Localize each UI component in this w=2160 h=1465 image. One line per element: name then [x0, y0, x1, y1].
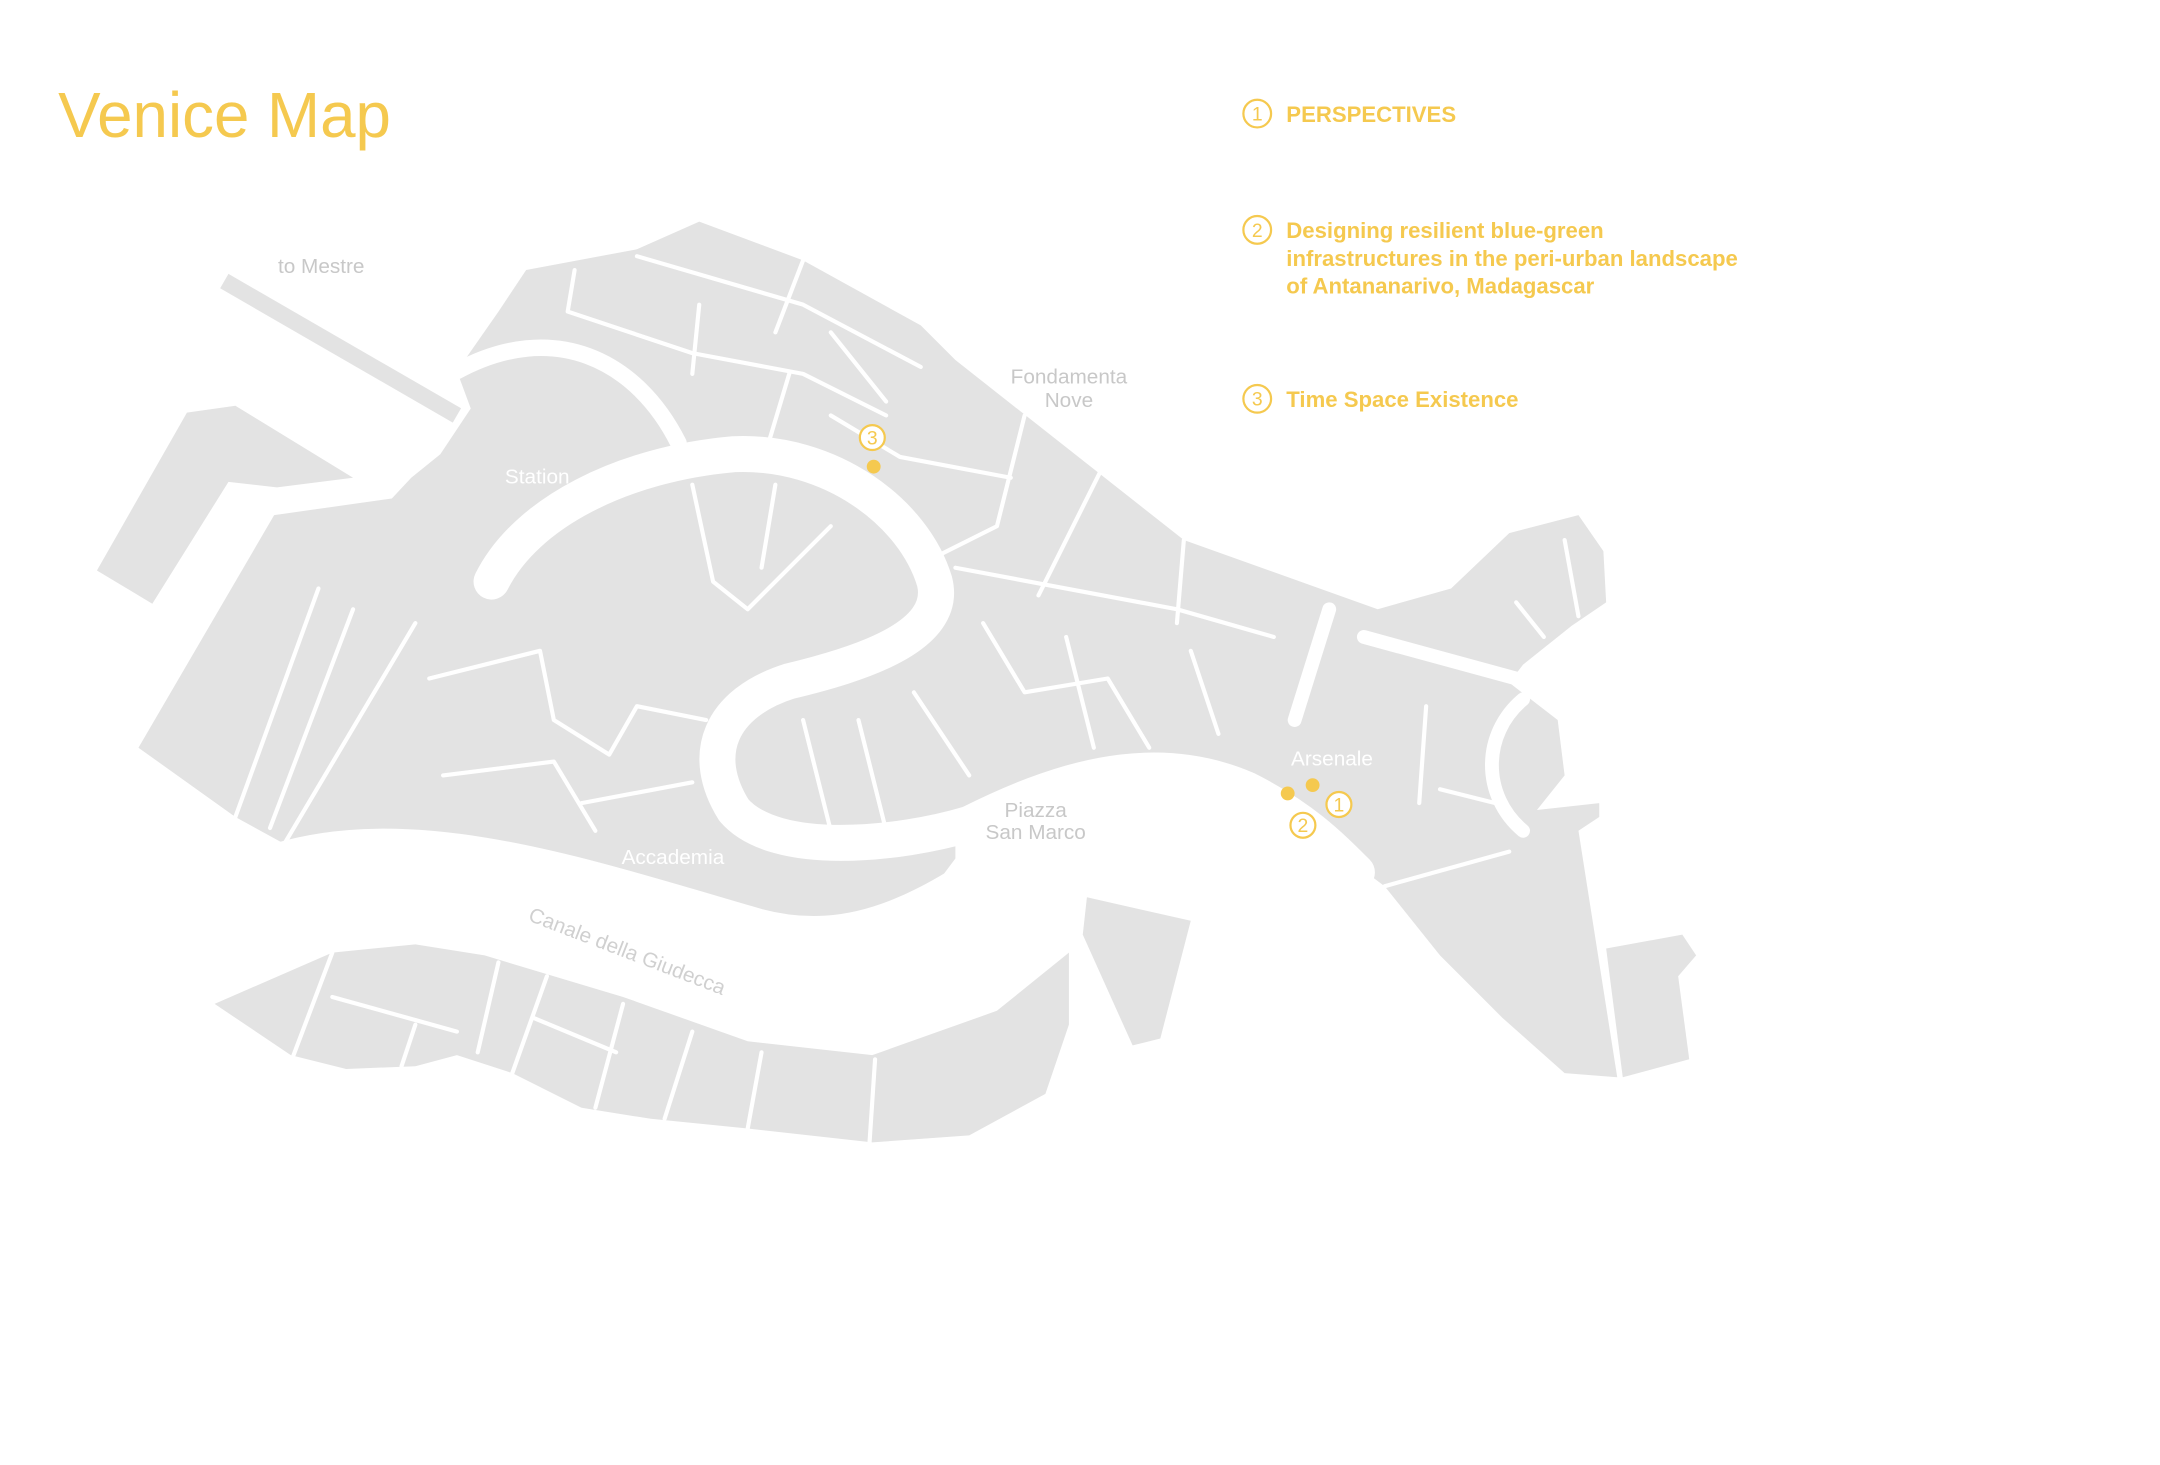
marker-number: 3 — [867, 428, 878, 450]
grand-canal — [473, 436, 1375, 891]
legend-number: 1 — [1252, 104, 1263, 126]
location-dot-icon — [1280, 786, 1295, 801]
legend: 1 PERSPECTIVES 2 Designing resilient blu… — [1242, 98, 1738, 414]
legend-label-line: infrastructures in the peri-urban landsc… — [1286, 246, 1738, 271]
marker-2[interactable]: 2 — [1280, 786, 1317, 839]
label-accademia: Accademia — [622, 846, 725, 869]
location-dot-icon — [866, 459, 881, 474]
page-title: Venice Map — [58, 80, 391, 151]
legend-number: 2 — [1252, 220, 1263, 242]
number-circle-icon — [1242, 98, 1273, 129]
giudecca-island — [214, 944, 1069, 1143]
label-to-mestre: to Mestre — [278, 255, 365, 278]
west-pier — [96, 405, 354, 604]
mestre-bridge — [220, 273, 462, 423]
legend-number: 3 — [1252, 389, 1263, 411]
number-circle-icon — [1289, 811, 1317, 839]
marker-number: 1 — [1334, 794, 1345, 816]
legend-label: PERSPECTIVES — [1286, 102, 1456, 127]
legend-label: Time Space Existence — [1286, 387, 1518, 412]
legend-item-2[interactable]: 2 Designing resilient blue-green infrast… — [1242, 214, 1738, 299]
sant-elena-island — [1606, 934, 1697, 1078]
label-san-marco: San Marco — [986, 821, 1086, 844]
label-nove: Nove — [1045, 389, 1093, 412]
legend-label-line: of Antananarivo, Madagascar — [1286, 274, 1594, 299]
number-circle-icon — [1242, 214, 1273, 245]
streets — [233, 254, 1581, 1145]
marker-3[interactable]: 3 — [858, 424, 886, 474]
marker-number: 2 — [1298, 815, 1309, 837]
label-piazza: Piazza — [1005, 799, 1068, 822]
arsenale-basin — [1287, 602, 1530, 838]
cannaregio-canal — [448, 339, 687, 452]
legend-item-1[interactable]: 1 PERSPECTIVES — [1242, 98, 1456, 129]
number-circle-icon — [858, 424, 886, 452]
label-fondamenta: Fondamenta — [1011, 366, 1128, 389]
giudecca-canal — [261, 801, 1068, 947]
label-station: Station — [505, 465, 570, 488]
legend-label-line: Designing resilient blue-green — [1286, 218, 1603, 243]
location-dot-icon — [1305, 778, 1320, 793]
marker-1[interactable]: 1 — [1305, 778, 1353, 819]
san-giorgio-island — [1082, 897, 1191, 1046]
number-circle-icon — [1242, 383, 1273, 414]
label-arsenale: Arsenale — [1291, 748, 1373, 771]
map: to Mestre Station Fondamenta Nove Accade… — [96, 221, 1697, 1145]
number-circle-icon — [1325, 790, 1353, 819]
legend-item-3[interactable]: 3 Time Space Existence — [1242, 383, 1519, 414]
